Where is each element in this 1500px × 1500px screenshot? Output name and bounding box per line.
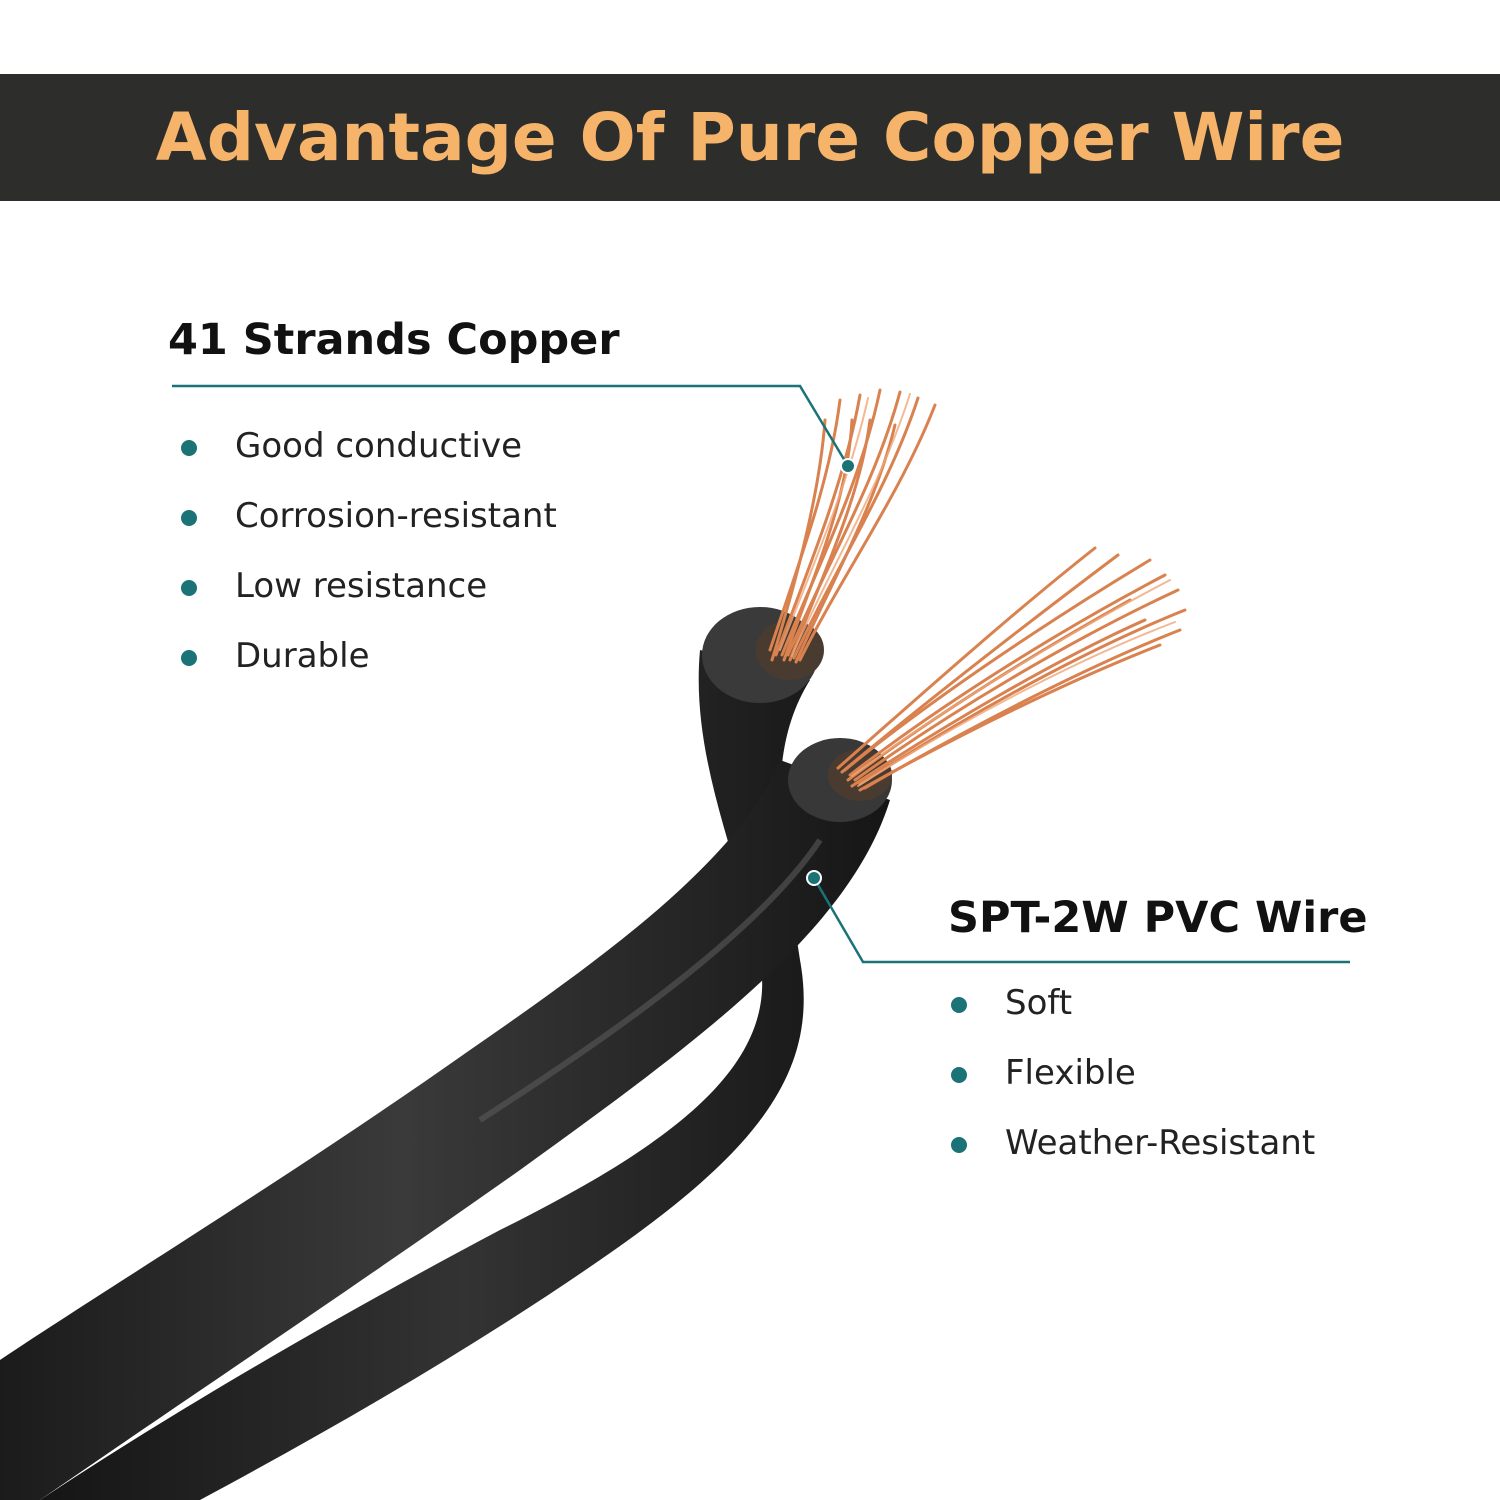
bullet-dot-icon: [181, 580, 197, 596]
bullet-dot-icon: [181, 650, 197, 666]
copper-callout-line: [172, 384, 850, 467]
back-conductor: [40, 650, 810, 1500]
list-item: Durable: [170, 636, 557, 706]
front-conductor: [0, 760, 890, 1500]
pvc-callout-dot: [806, 870, 822, 886]
pvc-callout-line: [812, 877, 1350, 964]
bullet-dot-icon: [951, 1067, 967, 1083]
list-item: Flexible: [940, 1053, 1315, 1123]
bullet-dot-icon: [181, 510, 197, 526]
list-item: Weather-Resistant: [940, 1123, 1315, 1193]
page-title: Advantage Of Pure Copper Wire: [155, 99, 1345, 176]
pvc-feature-list: Soft Flexible Weather-Resistant: [940, 983, 1315, 1193]
copper-strands-upper: [768, 388, 937, 664]
pvc-heading: SPT-2W PVC Wire: [948, 893, 1368, 943]
title-banner: Advantage Of Pure Copper Wire: [0, 74, 1500, 201]
copper-heading: 41 Strands Copper: [168, 315, 620, 365]
copper-feature-list: Good conductive Corrosion-resistant Low …: [170, 426, 557, 706]
list-item: Soft: [940, 983, 1315, 1053]
list-item: Low resistance: [170, 566, 557, 636]
copper-callout-dot: [840, 458, 856, 474]
bullet-dot-icon: [951, 997, 967, 1013]
list-item: Good conductive: [170, 426, 557, 496]
bullet-dot-icon: [181, 440, 197, 456]
bullet-dot-icon: [951, 1137, 967, 1153]
list-item: Corrosion-resistant: [170, 496, 557, 566]
